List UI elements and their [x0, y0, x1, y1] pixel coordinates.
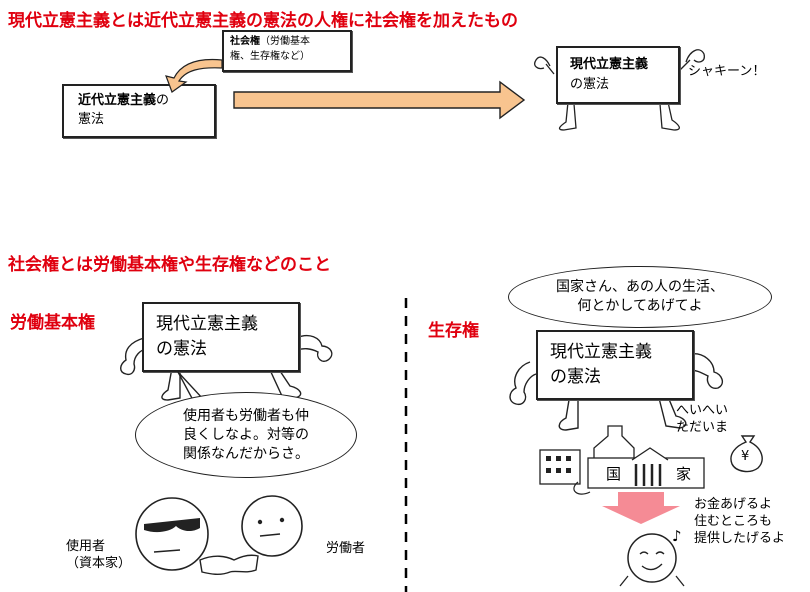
card-bold: 近代立憲主義: [78, 93, 157, 108]
employer-worker-drawing: [135, 495, 303, 575]
reply-line: へいへい: [676, 403, 729, 418]
promise-line: 住むところも: [694, 514, 773, 529]
promise-line: お金あげるよ: [694, 497, 773, 512]
pink-down-arrow: [602, 492, 680, 524]
social-rights-line2: 権、生存権など）: [230, 51, 310, 62]
employer-label: 使用者 （資本家）: [66, 538, 131, 572]
survival-speech-bubble: 国家さん、あの人の生活、 何とかしてあげてよ: [508, 266, 772, 328]
happy-person-drawing: [619, 533, 685, 587]
card-line2: 憲法: [78, 112, 105, 127]
survival-constitution-card: 現代立憲主義 の憲法: [536, 330, 694, 400]
bubble-line: 使用者も労働者も仲: [183, 407, 309, 424]
card-line1: 現代立憲主義: [570, 57, 649, 72]
social-rights-card: 社会権（労働基本 権、生存権など）: [222, 30, 352, 72]
reply-line: ただいま: [676, 420, 729, 435]
state-building-drawing: [539, 425, 705, 495]
survival-character-limbs: [509, 353, 724, 431]
social-rights-bold: 社会権: [230, 36, 260, 47]
sfx-text: シャキーン！: [688, 64, 766, 79]
state-char-1: 国: [606, 465, 622, 483]
money-bag-icon: [730, 435, 763, 473]
divider: [404, 298, 408, 592]
bubble-line: 何とかしてあげてよ: [577, 298, 703, 314]
big-arrow: [233, 80, 526, 120]
card-line2: の憲法: [550, 367, 601, 387]
survival-heading: 生存権: [428, 321, 479, 341]
card-line2: の憲法: [570, 77, 610, 92]
labor-constitution-card: 現代立憲主義 の憲法: [142, 302, 300, 372]
promise-line: 提供したげるよ: [694, 531, 786, 546]
state-reply: へいへい ただいま: [676, 402, 728, 436]
labor-character-limbs: [120, 334, 333, 401]
character-limbs-top: [534, 49, 705, 131]
yen-symbol: ¥: [741, 449, 750, 464]
social-rights-rest: （労働基本: [260, 36, 310, 47]
card-tail: の: [156, 93, 170, 108]
labor-speech-bubble: 使用者も労働者も仲 良くしなよ。対等の 関係なんだからさ。: [135, 392, 357, 478]
music-note-icon: ♪: [672, 527, 682, 545]
curved-arrow: [165, 58, 223, 93]
section2-heading: 社会権とは労働基本権や生存権などのこと: [8, 255, 331, 275]
card-line1: 現代立憲主義: [550, 342, 652, 362]
label-line: 使用者: [66, 539, 106, 554]
card-line1: 現代立憲主義: [156, 314, 258, 334]
bubble-line: 良くしなよ。対等の: [183, 426, 309, 443]
labor-heading: 労働基本権: [10, 313, 95, 333]
worker-label: 労働者: [326, 541, 366, 556]
state-char-2: 家: [676, 465, 692, 483]
section1-heading: 現代立憲主義とは近代立憲主義の憲法の人権に社会権を加えたもの: [8, 11, 518, 31]
bubble-line: 国家さん、あの人の生活、: [556, 279, 724, 295]
card-line2: の憲法: [156, 339, 207, 359]
promise-text: お金あげるよ 住むところも 提供したげるよ: [694, 496, 785, 547]
modern-constitution-card: 近代立憲主義の 憲法: [62, 84, 216, 138]
bubble-line: 関係なんだからさ。: [183, 445, 309, 462]
contemporary-constitution-card: 現代立憲主義 の憲法: [556, 46, 680, 104]
label-line: （資本家）: [66, 556, 132, 571]
